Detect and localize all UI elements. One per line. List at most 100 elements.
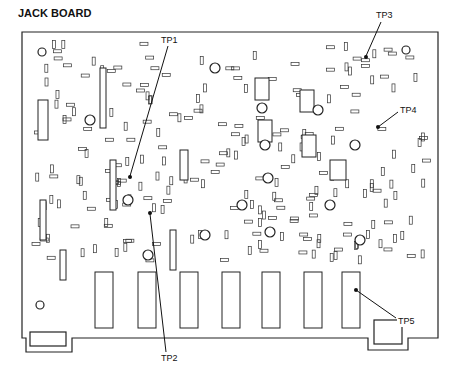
component (258, 219, 261, 227)
component (211, 170, 219, 173)
component (50, 175, 58, 178)
component (140, 42, 148, 45)
trimmer (143, 250, 153, 260)
connector (30, 332, 66, 346)
component (367, 230, 370, 238)
component (414, 74, 417, 82)
component (201, 180, 204, 188)
trimmer (210, 63, 220, 73)
component (66, 103, 74, 106)
component (422, 133, 425, 141)
component (139, 182, 142, 190)
ic-package (330, 160, 346, 180)
component (127, 138, 135, 141)
component (235, 124, 243, 127)
component (326, 68, 334, 71)
component (115, 248, 118, 256)
component (392, 150, 395, 158)
component (141, 84, 149, 87)
component (118, 179, 121, 187)
component (373, 50, 376, 58)
component (304, 238, 312, 241)
component (200, 57, 203, 65)
component (363, 190, 366, 198)
component (71, 225, 79, 228)
component (346, 180, 349, 188)
ic-package (38, 100, 48, 140)
component (226, 67, 234, 70)
component (36, 173, 39, 181)
component (244, 85, 247, 93)
test-point-label: TP1 (160, 35, 179, 46)
component (309, 214, 317, 217)
leader-line (378, 112, 398, 127)
component (248, 246, 251, 254)
component (126, 239, 134, 242)
component (320, 171, 328, 174)
component (231, 67, 239, 70)
test-point-label: TP3 (375, 10, 394, 21)
component (77, 176, 80, 184)
component (54, 57, 62, 60)
component (412, 164, 415, 172)
trimmer (355, 235, 365, 245)
ic-package (258, 120, 272, 142)
component (409, 216, 412, 224)
component (290, 220, 298, 223)
component (203, 84, 206, 92)
component (124, 122, 127, 130)
component (281, 129, 289, 132)
trimmer (200, 230, 210, 240)
component (63, 118, 71, 121)
component (334, 252, 337, 260)
test-point (376, 125, 380, 129)
component (317, 240, 320, 248)
component (315, 186, 318, 194)
test-point (354, 288, 358, 292)
component (162, 74, 170, 77)
component (153, 204, 156, 212)
component (274, 199, 282, 202)
component (105, 219, 108, 227)
component (334, 189, 337, 197)
component (47, 256, 55, 259)
component (83, 191, 86, 199)
trimmer (265, 227, 275, 237)
component (107, 69, 115, 72)
leader-line (356, 290, 396, 318)
component (361, 59, 369, 62)
component (370, 184, 373, 192)
component (123, 83, 131, 86)
component (292, 155, 295, 163)
component (56, 91, 59, 99)
test-point (364, 55, 368, 59)
jack-socket (95, 272, 113, 328)
component (93, 245, 96, 253)
trimmer (350, 140, 360, 150)
component (352, 93, 360, 96)
component (167, 186, 170, 194)
component (151, 67, 159, 70)
component (201, 160, 209, 163)
leader-line (130, 46, 168, 176)
component (379, 240, 382, 248)
component (344, 233, 352, 236)
component (326, 46, 334, 49)
trimmer (85, 115, 95, 125)
component (277, 206, 285, 209)
component (384, 199, 387, 207)
component (317, 152, 320, 160)
board-outline (22, 32, 438, 352)
jack-socket (138, 272, 156, 328)
component (390, 180, 393, 188)
components (32, 40, 430, 328)
component (114, 66, 122, 69)
component (349, 67, 352, 75)
component (345, 63, 348, 71)
component (231, 133, 239, 136)
component (300, 233, 308, 236)
component (157, 129, 160, 137)
component (234, 151, 237, 159)
component (384, 48, 392, 51)
